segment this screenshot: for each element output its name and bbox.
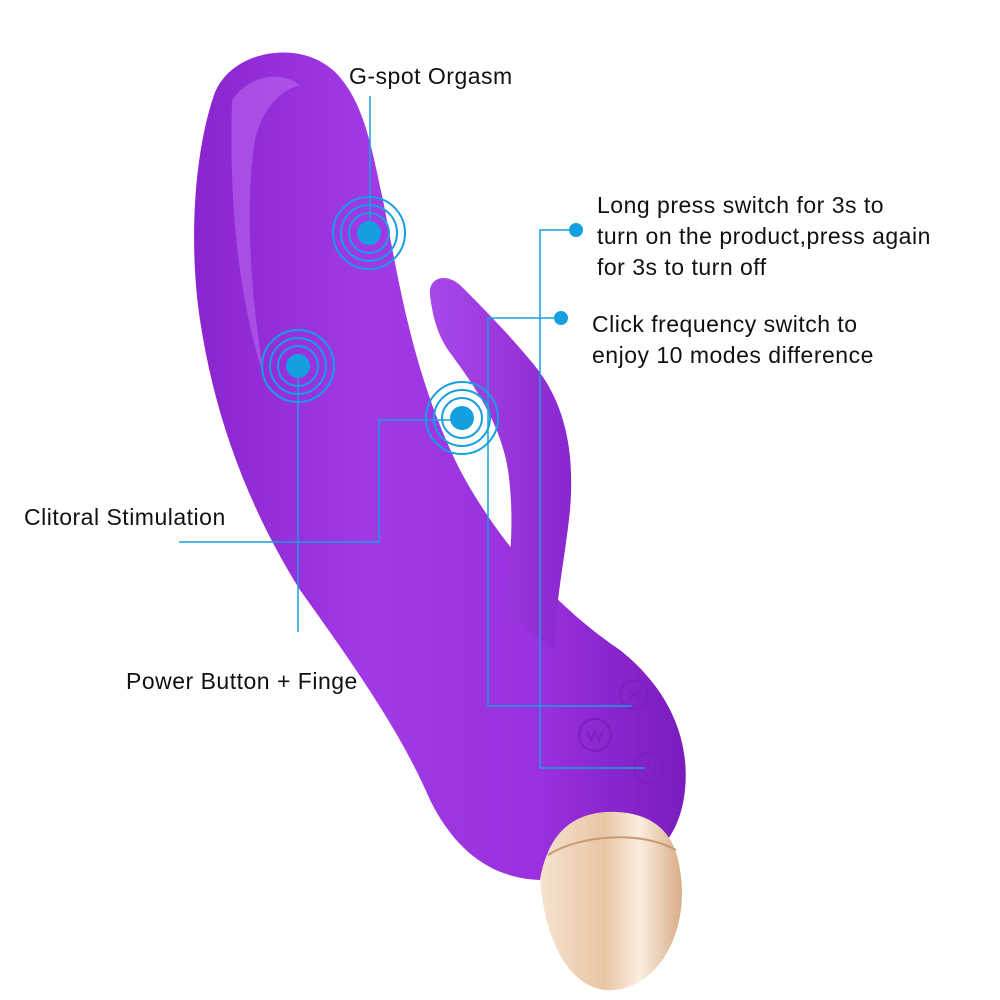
body-highlight bbox=[231, 76, 300, 380]
long-press-line: for 3s to turn off bbox=[597, 254, 767, 280]
gspot-label: G-spot Orgasm bbox=[349, 63, 513, 89]
frequency-label: Click frequency switch to enjoy 10 modes… bbox=[592, 309, 874, 371]
callout-lines bbox=[179, 96, 645, 769]
vibration-marker-gspot-icon bbox=[332, 196, 406, 270]
vibrator-body bbox=[194, 52, 686, 881]
vibration-marker-power-icon bbox=[261, 329, 335, 403]
frequency-line: enjoy 10 modes difference bbox=[592, 342, 874, 368]
power-label: Power Button + Finge bbox=[126, 668, 358, 694]
mode-button-icon[interactable] bbox=[619, 680, 649, 710]
frequency-line: Click frequency switch to bbox=[592, 311, 858, 337]
clitoral-arm bbox=[429, 277, 572, 650]
clitoral-label: Clitoral Stimulation bbox=[24, 504, 226, 530]
callout-dot-icon bbox=[554, 311, 568, 325]
vibration-marker-clitoral-icon bbox=[425, 381, 499, 455]
callout-dot-icon bbox=[569, 223, 583, 237]
long-press-line: turn on the product,press again bbox=[597, 223, 931, 249]
long-press-label: Long press switch for 3s to turn on the … bbox=[597, 190, 931, 283]
vibration-button-icon[interactable] bbox=[578, 718, 612, 752]
long-press-line: Long press switch for 3s to bbox=[597, 192, 885, 218]
gold-base-cap bbox=[540, 811, 682, 991]
gold-cap-seam bbox=[547, 836, 677, 856]
